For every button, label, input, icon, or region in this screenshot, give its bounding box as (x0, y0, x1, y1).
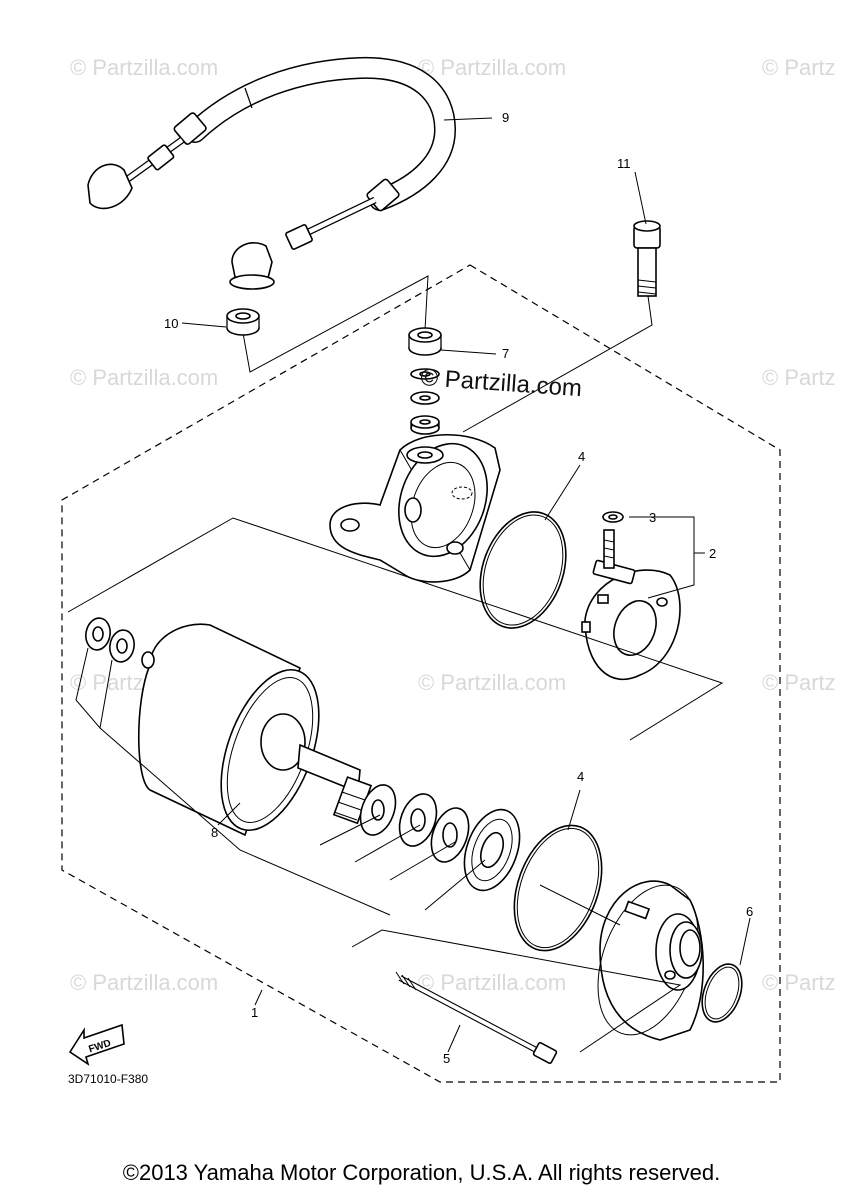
washer-link-4 (424, 859, 486, 911)
small-washers-left (85, 617, 135, 663)
watermark: © Partz (762, 670, 836, 695)
watermark: © Partzilla.com (418, 670, 566, 695)
callout-6: 6 (746, 904, 753, 919)
callout-4-upper: 4 (578, 449, 585, 464)
watermark: © Partz (762, 55, 836, 80)
callout-numbers: 1 2 3 4 4 5 6 7 8 9 10 11 (164, 110, 753, 1066)
bolt-5-guide (351, 929, 682, 1053)
starter-motor-yoke-8 (137, 623, 373, 837)
watermark: © Partzilla.com (418, 55, 566, 80)
callout-3: 3 (649, 510, 656, 525)
diagram-code: 3D71010-F380 (68, 1072, 148, 1086)
callout-5: 5 (443, 1051, 450, 1066)
callout-leaders (181, 117, 751, 1053)
bearing (463, 808, 521, 892)
washer-link-3 (389, 841, 456, 881)
watermark: © Partz (762, 365, 836, 390)
washer-link-2 (354, 824, 421, 863)
callout-9: 9 (502, 110, 509, 125)
upper-guide (67, 517, 724, 741)
brush-plate-2 (581, 529, 681, 681)
callout-2: 2 (709, 546, 716, 561)
o-ring-upper (479, 511, 567, 629)
watermark: © Partzilla.com (70, 365, 218, 390)
center-watermark: © Partzilla.com (420, 364, 583, 402)
bracket-2-3 (629, 516, 695, 599)
starter-cable (87, 56, 457, 290)
watermark: © Partzilla.com (70, 970, 218, 995)
callout-8: 8 (211, 825, 218, 840)
callout-4-lower: 4 (577, 769, 584, 784)
nut-10 (226, 308, 260, 336)
watermark: © Partz (762, 970, 836, 995)
copyright-notice: ©2013 Yamaha Motor Corporation, U.S.A. A… (122, 1160, 721, 1185)
callout-7: 7 (502, 346, 509, 361)
washer-link-1 (319, 814, 381, 846)
bolt-leader (462, 295, 653, 433)
callout-1: 1 (251, 1005, 258, 1020)
washer-leader (75, 647, 113, 730)
o-ring-upper-inner (482, 514, 564, 626)
thrust-washers (359, 784, 470, 863)
rear-cover (329, 433, 501, 583)
bolt-11 (633, 220, 661, 297)
nut-washer-stack-7 (408, 327, 442, 435)
front-cover-link (539, 884, 621, 926)
watermark: © Partzilla.com (418, 970, 566, 995)
callout-10: 10 (164, 316, 178, 331)
watermark: © Partzilla.com (70, 55, 218, 80)
lower-guide-left (99, 727, 391, 916)
fwd-arrow-icon: FWD (68, 1023, 125, 1066)
assembly-boundary (61, 264, 781, 1083)
bracket-leader (242, 275, 429, 373)
through-bolt-5 (395, 971, 558, 1064)
front-cover (597, 880, 704, 1041)
o-ring-lower (513, 824, 603, 952)
callout-11: 11 (617, 156, 631, 171)
